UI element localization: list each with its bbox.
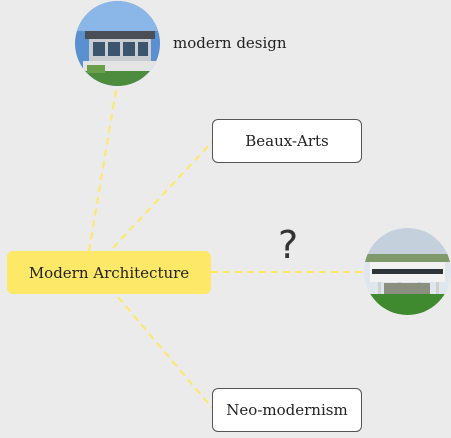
- beaux-arts-node[interactable]: Beaux-Arts: [212, 119, 362, 163]
- connector-neo-modernism: [117, 296, 214, 410]
- center-node[interactable]: Modern Architecture: [7, 251, 211, 294]
- center-node-label: Modern Architecture: [28, 263, 190, 282]
- villa-savoye-photo[interactable]: [364, 228, 451, 315]
- connector-beaux-arts: [112, 140, 214, 249]
- neo-modernism-label: Neo-modernism: [226, 401, 348, 419]
- modern-building-photo[interactable]: [75, 1, 160, 86]
- neo-modernism-node[interactable]: Neo-modernism: [212, 388, 362, 432]
- connector-modern-design: [88, 83, 118, 252]
- modern-design-label: modern design: [173, 34, 287, 52]
- beaux-arts-label: Beaux-Arts: [245, 132, 329, 150]
- unknown-relation-mark: ?: [278, 223, 299, 267]
